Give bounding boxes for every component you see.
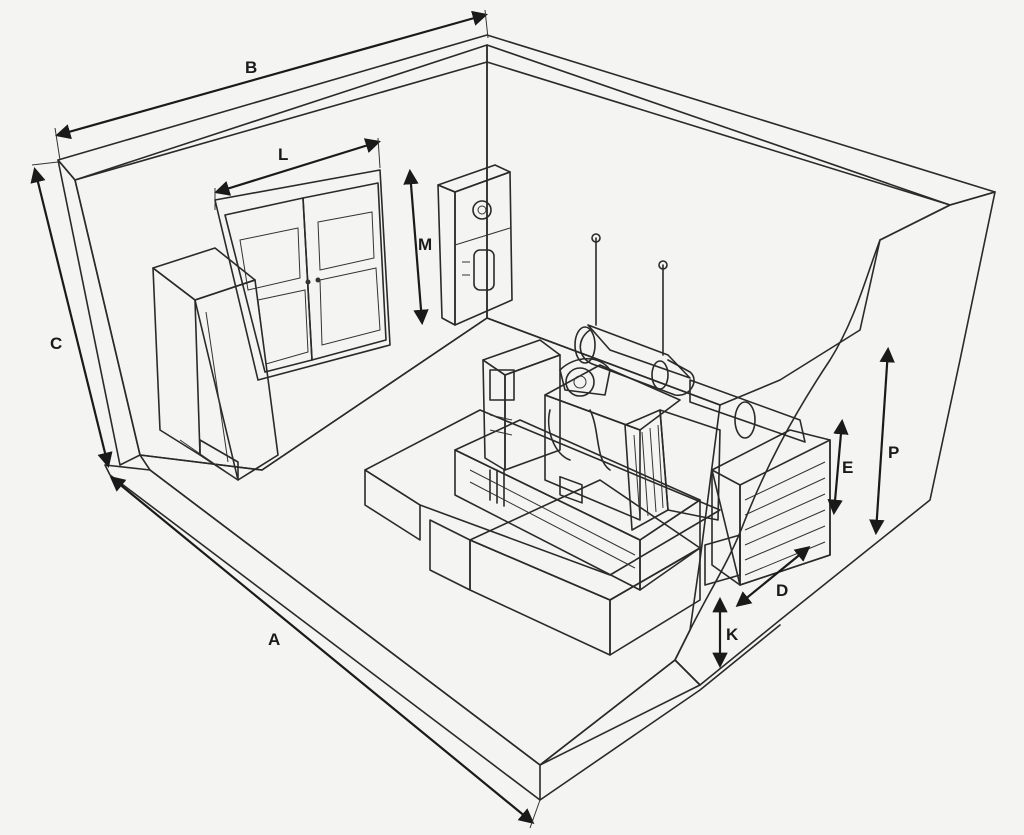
right-cutaway-wall bbox=[674, 191, 996, 686]
wall-top-outline bbox=[57, 34, 996, 206]
dim-line-L bbox=[214, 138, 381, 196]
dim-line-P bbox=[869, 346, 895, 536]
exhaust-silencer bbox=[574, 233, 806, 443]
label-M: M bbox=[418, 235, 432, 254]
floor-right-edge bbox=[539, 624, 781, 801]
label-A: A bbox=[268, 630, 280, 649]
door-mesh-4 bbox=[319, 267, 381, 346]
label-D: D bbox=[776, 581, 788, 600]
dimension-lines bbox=[30, 9, 895, 829]
back-wall-right bbox=[486, 44, 951, 406]
dimension-labels: B C A L M E P D K bbox=[50, 58, 899, 649]
door-mesh-2 bbox=[317, 211, 375, 271]
dim-line-C bbox=[30, 167, 113, 468]
concrete-plinth bbox=[364, 409, 721, 656]
label-K: K bbox=[726, 625, 739, 644]
door-mesh-1 bbox=[239, 227, 301, 291]
dim-line-B bbox=[55, 10, 488, 140]
radiator-air-outlet-louvre bbox=[704, 429, 831, 586]
dim-line-D bbox=[735, 546, 811, 607]
dim-line-A bbox=[109, 476, 535, 824]
back-wall-left bbox=[74, 44, 488, 471]
dim-line-M bbox=[403, 168, 429, 326]
label-B: B bbox=[245, 58, 257, 77]
label-C: C bbox=[50, 334, 62, 353]
generator-set bbox=[454, 339, 721, 591]
label-P: P bbox=[888, 443, 899, 462]
label-L: L bbox=[278, 145, 288, 164]
door-mesh-3 bbox=[257, 289, 309, 365]
label-E: E bbox=[842, 458, 853, 477]
electrical-cabinet bbox=[152, 247, 279, 481]
dim-line-E bbox=[827, 418, 849, 516]
double-door-with-louvres bbox=[214, 169, 391, 381]
wall-control-box bbox=[437, 164, 513, 326]
